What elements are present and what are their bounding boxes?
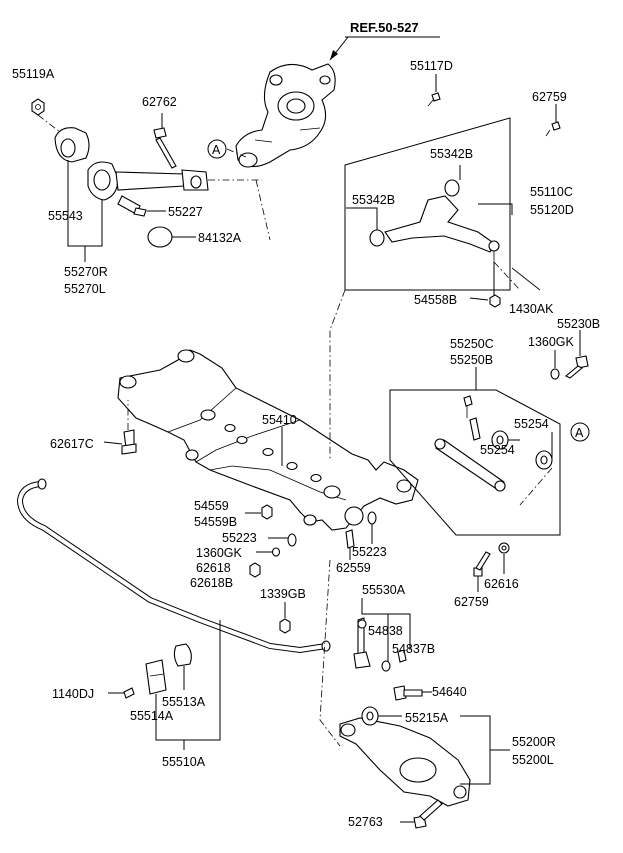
label-55270R[interactable]: 55270R (64, 265, 108, 279)
cap-84132A[interactable] (147, 226, 173, 248)
label-62616[interactable]: 62616 (484, 577, 519, 591)
label-1339GB[interactable]: 1339GB (260, 587, 306, 601)
lower-arm-55200R[interactable] (339, 717, 471, 807)
label-54640[interactable]: 54640 (432, 685, 467, 699)
label-55513A[interactable]: 55513A (162, 695, 206, 709)
nut-55119A[interactable] (31, 98, 45, 116)
label-55270L[interactable]: 55270L (64, 282, 106, 296)
bolt-62759-bottom[interactable] (473, 551, 491, 577)
trailing-arm-55270[interactable] (87, 161, 209, 201)
lateral-link-55250[interactable] (434, 417, 506, 492)
bolt-62762[interactable] (153, 127, 177, 169)
label-55117D[interactable]: 55117D (410, 59, 453, 73)
label-55110C[interactable]: 55110C (530, 185, 573, 199)
label-55120D[interactable]: 55120D (530, 203, 574, 217)
label-55223-b[interactable]: 55223 (352, 545, 387, 559)
label-62559[interactable]: 62559 (336, 561, 371, 575)
label-62617C[interactable]: 62617C (50, 437, 94, 451)
link-box (389, 389, 561, 536)
knuckle-assembly (235, 63, 336, 168)
bolt-62617C[interactable] (121, 429, 137, 455)
label-54837B[interactable]: 54837B (392, 642, 435, 656)
subframe-55410[interactable] (117, 349, 419, 531)
callout-a-right-text: A (575, 426, 584, 440)
stabilizer-bar-55510A[interactable] (16, 478, 331, 654)
label-1360GK-a[interactable]: 1360GK (528, 335, 575, 349)
washer-55223-a[interactable] (287, 533, 297, 547)
label-55514A[interactable]: 55514A (130, 709, 174, 723)
label-55254-b[interactable]: 55254 (480, 443, 515, 457)
label-62759-bottom[interactable]: 62759 (454, 595, 489, 609)
bolt-52763[interactable] (413, 799, 443, 829)
label-62618[interactable]: 62618 (196, 561, 231, 575)
reference-text[interactable]: REF.50-527 (350, 20, 419, 35)
nut-54558B[interactable] (489, 294, 501, 308)
label-55342B-a[interactable]: 55342B (430, 147, 473, 161)
callout-a-right[interactable]: A (570, 422, 590, 442)
label-55230B[interactable]: 55230B (557, 317, 600, 331)
bracket-55514A[interactable] (145, 659, 167, 695)
label-55250B[interactable]: 55250B (450, 353, 493, 367)
label-62618B[interactable]: 62618B (190, 576, 233, 590)
label-55530A[interactable]: 55530A (362, 583, 406, 597)
label-62759-top[interactable]: 62759 (532, 90, 567, 104)
label-55254-a[interactable]: 55254 (514, 417, 549, 431)
label-1140DJ[interactable]: 1140DJ (52, 687, 94, 701)
label-84132A[interactable]: 84132A (198, 231, 242, 245)
label-55200R[interactable]: 55200R (512, 735, 556, 749)
callout-a-top-text: A (212, 143, 221, 157)
pin-1430AK[interactable] (511, 267, 541, 291)
label-52763[interactable]: 52763 (348, 815, 383, 829)
label-55227[interactable]: 55227 (168, 205, 203, 219)
bushing-55543[interactable] (54, 127, 90, 163)
label-55223-a[interactable]: 55223 (222, 531, 257, 545)
label-54559[interactable]: 54559 (194, 499, 229, 513)
nut-54559[interactable] (261, 504, 273, 520)
label-54559B[interactable]: 54559B (194, 515, 237, 529)
label-55410[interactable]: 55410 (262, 413, 297, 427)
stabilizer-link-55530A[interactable] (353, 617, 371, 669)
label-1430AK[interactable]: 1430AK (509, 302, 554, 316)
washer-55223-b[interactable] (367, 511, 377, 525)
bolt-54640[interactable] (393, 685, 423, 701)
label-55200L[interactable]: 55200L (512, 753, 554, 767)
label-1360GK-b[interactable]: 1360GK (196, 546, 243, 560)
upper-arm-box (344, 117, 511, 291)
label-54838[interactable]: 54838 (368, 624, 403, 638)
nut-54837B[interactable] (397, 649, 407, 663)
bolt-1339GB[interactable] (279, 618, 291, 634)
bolt-62616[interactable] (498, 542, 510, 554)
label-55215A[interactable]: 55215A (405, 711, 449, 725)
label-54558B[interactable]: 54558B (414, 293, 457, 307)
bolt-55117D[interactable] (427, 92, 441, 107)
part-labels: 55119A 62762 55543 55227 84132A 55270R 5… (12, 59, 600, 829)
nut-1360GK-a[interactable] (550, 368, 560, 380)
bolt-55230B[interactable] (565, 355, 589, 379)
bushing-55254-b[interactable] (535, 450, 553, 470)
label-55543[interactable]: 55543 (48, 209, 83, 223)
nut-54838[interactable] (381, 660, 391, 672)
bolt-55227[interactable] (117, 195, 147, 217)
bolt-1140DJ[interactable] (123, 687, 135, 699)
bushing-55513A[interactable] (173, 643, 192, 667)
label-55250C[interactable]: 55250C (450, 337, 494, 351)
bolt-small-link[interactable] (463, 395, 473, 418)
bolt-62559[interactable] (345, 529, 355, 549)
nut-1360GK-b[interactable] (271, 547, 281, 557)
reference-label[interactable]: REF.50-527 (329, 20, 440, 61)
label-55510A[interactable]: 55510A (162, 755, 206, 769)
nut-62618[interactable] (249, 562, 261, 578)
callout-a-top[interactable]: A (207, 139, 227, 159)
label-55342B-b[interactable]: 55342B (352, 193, 395, 207)
label-55119A[interactable]: 55119A (12, 67, 55, 81)
upper-arm-55110C[interactable] (369, 179, 500, 262)
bushing-55215A[interactable] (361, 706, 379, 726)
bolt-62759-top[interactable] (545, 121, 561, 137)
label-62762[interactable]: 62762 (142, 95, 177, 109)
